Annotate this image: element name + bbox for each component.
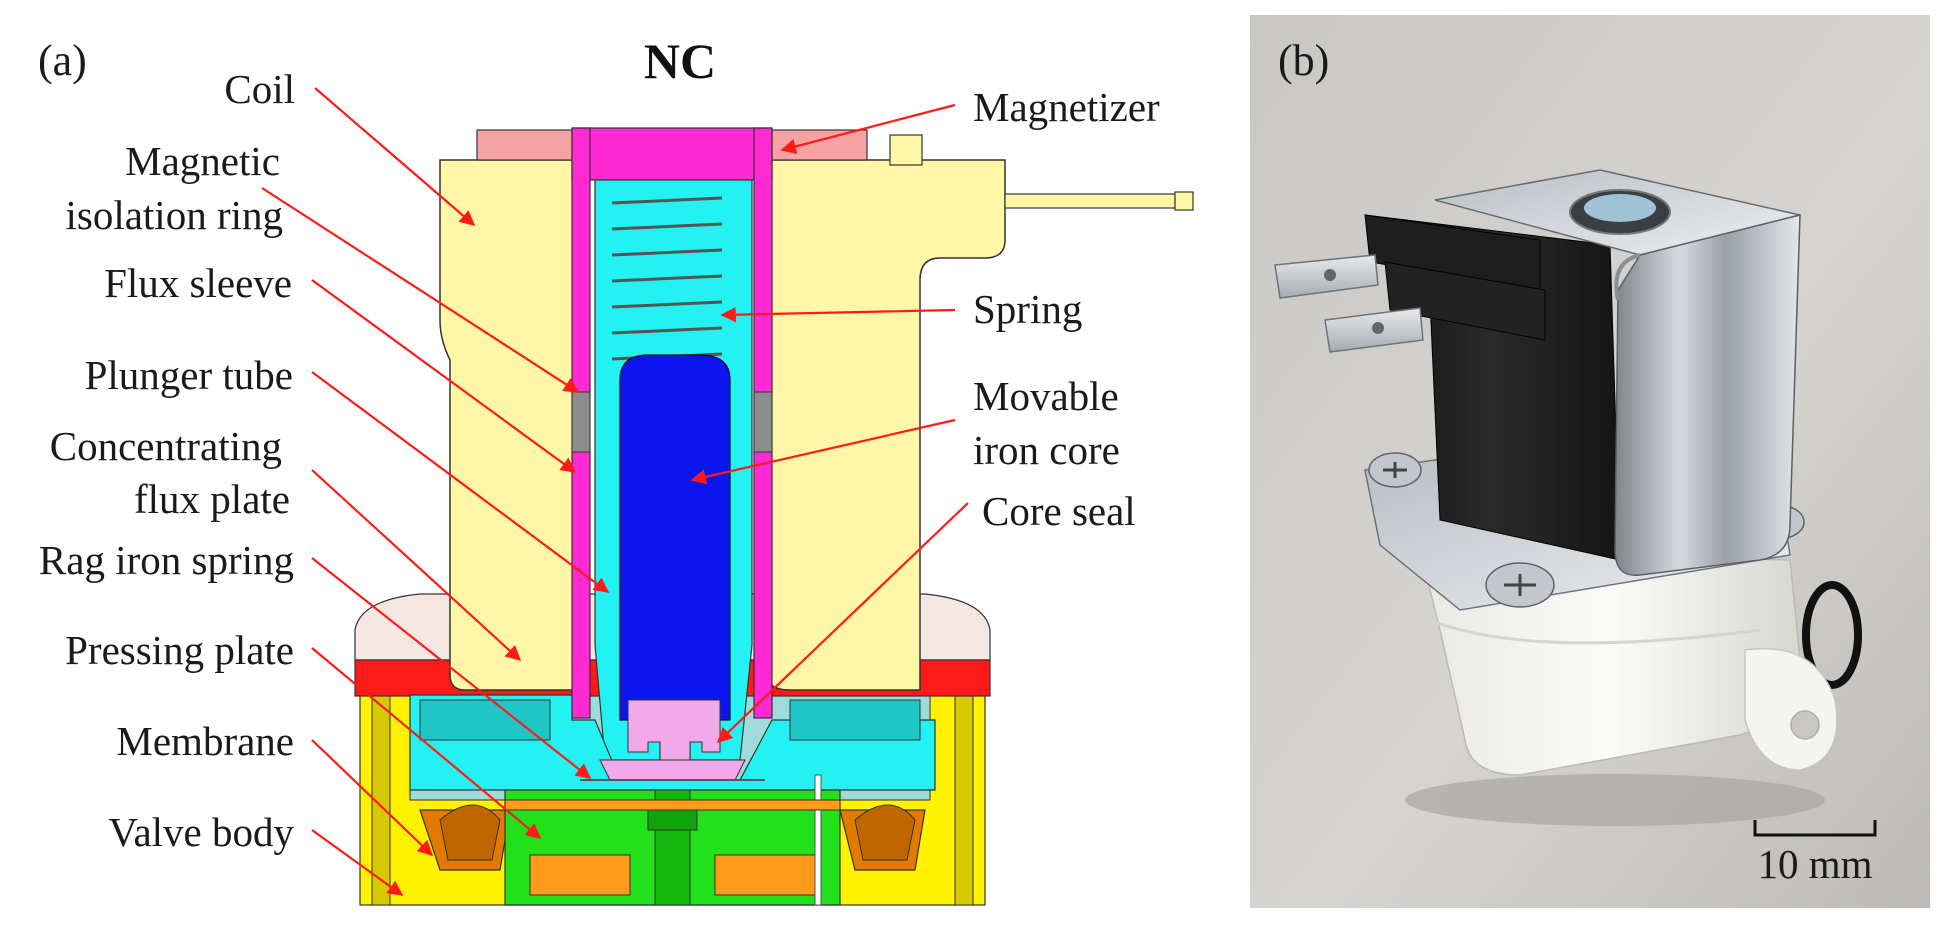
- label-pressing-plate: Pressing plate: [65, 627, 294, 673]
- leader-membrane: [311, 739, 434, 857]
- leader-pressing-plate: [311, 647, 542, 839]
- diagram-title: NC: [644, 33, 716, 89]
- membrane-section: [419, 804, 926, 871]
- leader-flux-sleeve: [311, 279, 577, 473]
- label-plunger-tube: Plunger tube: [85, 352, 293, 398]
- label-concentrating-1: Concentrating: [50, 423, 282, 469]
- leader-concentrating-plate: [311, 469, 522, 662]
- scale-bar-label: 10 mm: [1757, 841, 1872, 887]
- label-isolation-ring-2: isolation ring: [65, 192, 283, 238]
- valve-photo: 10 mm (b): [1250, 15, 1930, 908]
- leader-lines: [261, 87, 969, 896]
- isolation-ring-left: [571, 391, 591, 453]
- label-core-2: iron core: [973, 427, 1120, 473]
- panel-a-tag: (a): [38, 36, 87, 85]
- label-rag-iron-spring: Rag iron spring: [39, 537, 294, 583]
- scale-bar: 10 mm: [1753, 820, 1877, 887]
- leader-core-seal: [716, 502, 969, 744]
- label-flux-sleeve: Flux sleeve: [104, 260, 292, 306]
- pressing-plate-section: [504, 774, 841, 906]
- metal-yoke: [1434, 169, 1801, 577]
- leader-magnetizer: [780, 103, 956, 154]
- labels-right: Magnetizer Spring Movable iron core Core…: [973, 84, 1160, 534]
- label-isolation-ring-1: Magnetic: [125, 138, 280, 184]
- leader-valve-body: [311, 829, 404, 896]
- leader-spring: [720, 307, 956, 323]
- label-membrane: Membrane: [116, 718, 294, 764]
- core-seal-section: [599, 759, 746, 781]
- o-ring: [1802, 581, 1862, 689]
- isolation-ring-right: [753, 391, 773, 453]
- label-magnetizer: Magnetizer: [973, 84, 1160, 130]
- leader-rag-iron-spring: [311, 557, 592, 779]
- label-core-1: Movable: [973, 373, 1119, 419]
- leader-plunger-tube: [311, 371, 610, 593]
- label-spring: Spring: [973, 286, 1082, 332]
- label-valve-body: Valve body: [108, 809, 294, 855]
- labels-left: Coil Magnetic isolation ring Flux sleeve…: [39, 66, 295, 855]
- label-concentrating-2: flux plate: [134, 476, 290, 522]
- leader-isolation-ring: [261, 187, 580, 393]
- terminals: [1274, 254, 1424, 353]
- movable-iron-core-section: [619, 354, 731, 761]
- label-core-seal: Core seal: [982, 488, 1136, 534]
- leader-coil: [314, 87, 476, 227]
- panel-b-tag: (b): [1278, 36, 1329, 85]
- leader-core: [690, 418, 956, 485]
- label-coil: Coil: [224, 66, 295, 112]
